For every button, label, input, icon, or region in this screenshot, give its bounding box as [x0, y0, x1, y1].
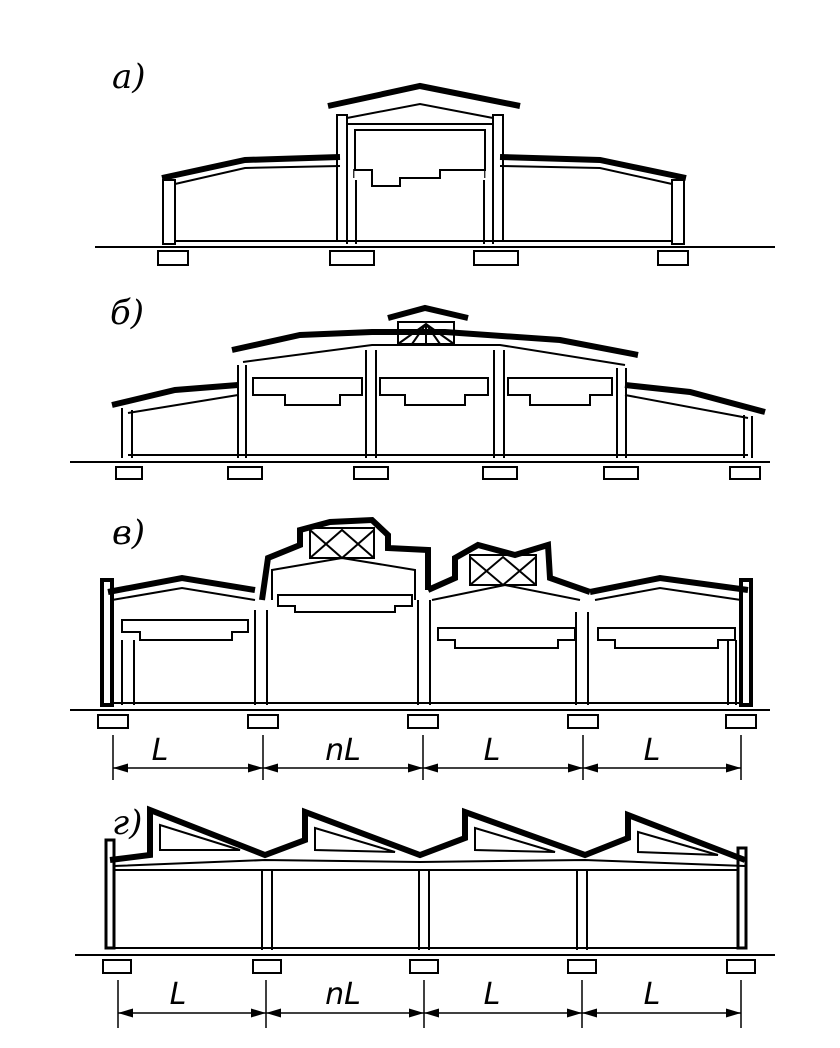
section-g: г) L nL L L: [75, 803, 775, 1028]
dim-v-2: nL: [325, 733, 361, 768]
dim-g-4: L: [644, 977, 661, 1012]
dim-v-1: L: [152, 733, 169, 768]
dim-g-3: L: [484, 977, 501, 1012]
section-a: а) I I: [95, 57, 775, 266]
section-a-label: а): [112, 57, 146, 97]
dim-g-2: nL: [325, 977, 361, 1012]
section-b: б): [70, 293, 770, 480]
svg-text:I: I: [483, 167, 487, 181]
dim-v-4: L: [644, 733, 661, 768]
dim-g-1: L: [170, 977, 187, 1012]
section-v-label: в): [112, 513, 145, 553]
svg-text:I: I: [352, 167, 356, 181]
section-v: в): [70, 513, 770, 780]
dim-v-3: L: [484, 733, 501, 768]
section-b-label: б): [110, 293, 144, 333]
section-g-label: г): [112, 803, 142, 843]
